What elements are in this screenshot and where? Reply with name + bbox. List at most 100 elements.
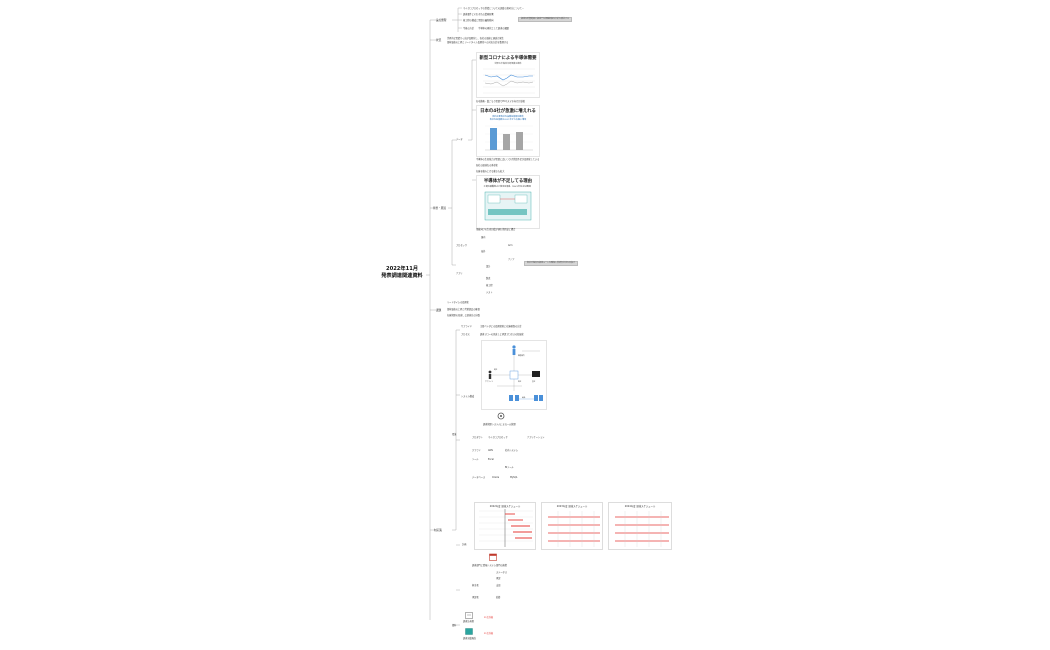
schedule-panel: 2022年度 調達スケジュール	[474, 502, 536, 550]
branch-line: 今後の方針 半導体の現状として調達の課題	[463, 27, 509, 30]
figure-note: 在庫を積み上げる動きも拡大	[476, 170, 505, 173]
figure-subtitle: 国内主要各社の設備投資額の推移	[492, 116, 524, 118]
env-key: データベース	[472, 476, 486, 479]
doc-name[interactable]: 調達実績報告	[463, 637, 477, 640]
tree-item: アジア	[508, 258, 515, 261]
sub-label-data[interactable]: データ	[456, 138, 463, 141]
branch-label-challenges[interactable]: 課題	[436, 309, 442, 312]
branch-line: 部材価格の上昇と代替部品の確保	[447, 308, 480, 311]
tree-item: 後工程	[486, 284, 493, 287]
env-key: プロダクト	[472, 436, 483, 439]
sub-label-processor[interactable]: プロセッサ	[456, 244, 467, 247]
figure-japan-investment: 日本の4社が急激に増えれる 国内主要各社の設備投資額の推移 各社の投資額は202…	[476, 105, 540, 157]
gantt-chart	[615, 511, 669, 547]
env-value: 社内システム	[505, 449, 519, 452]
sub-label-schedule[interactable]: 計画	[462, 543, 467, 546]
branch-label-status[interactable]: 状況	[436, 39, 442, 42]
figure-note: 半導体の生産能力が需要に追いつかず供給不足が長期化している	[476, 158, 540, 161]
doc-name[interactable]: 調達計画書	[463, 620, 474, 623]
bar-chart	[485, 125, 533, 151]
env-key: クラウド	[472, 449, 481, 452]
env-value: Oracle	[492, 476, 500, 479]
figure-covid-demand: 新型コロナによる半導体需要 世界の半導体市場規模の推移	[476, 52, 540, 98]
branch-line: 世界的な需給ひっ迫が長期化し、各社の調達に遅延が発生	[447, 37, 504, 40]
figure-subtitle: 各社の投資額は2021年から大幅に増加	[489, 119, 527, 121]
note-line: 承認	[496, 577, 501, 580]
figure-note: 車載向けの生産回復が遅れ他用途と競合	[476, 228, 516, 231]
bar	[516, 132, 523, 150]
bar	[503, 134, 510, 150]
branch-label-measures[interactable]: 対応策	[434, 529, 442, 532]
diagram-label: 倉庫	[532, 382, 536, 383]
env-value: アプリケーション	[527, 436, 545, 439]
sub-label-app[interactable]: アプリ	[456, 272, 463, 275]
branch-label-issues[interactable]: 論点整理	[436, 19, 447, 22]
person-value: 佐藤	[496, 596, 501, 599]
env-key: ツール	[472, 458, 479, 461]
branch-line: 調達要件とそれぞれの業務影響	[463, 13, 494, 16]
bar	[490, 128, 497, 150]
tree-item: 製造	[486, 277, 491, 280]
root-title[interactable]: 2022年11月 発表調達関連資料	[381, 266, 423, 279]
figure-title: 日本の4社が急激に増えれる	[480, 109, 536, 114]
tree-item: Arm	[508, 244, 513, 247]
branch-label-background[interactable]: 背景・原因	[433, 207, 446, 210]
figure-title: 半導体が不足してる理由	[483, 179, 533, 184]
panel-title: 2023年度 調達スケジュール	[556, 505, 588, 508]
note-line: ステータス	[496, 571, 507, 574]
branch-line: 部材価格の上昇とリードタイム長期化への対応方針を整理する	[447, 41, 509, 44]
branch-line: マイクロプロセッサの供給についての調査の進め方について…	[463, 7, 525, 10]
figure-subtitle: 世界の半導体市場規模の推移	[494, 63, 522, 65]
line-chart	[483, 68, 535, 94]
panel-title: 2024年度 調達スケジュール	[624, 505, 656, 508]
shortage-diagram	[484, 191, 532, 221]
image-icon[interactable]	[465, 628, 473, 635]
env-value: BIツール	[505, 466, 514, 469]
sub-label-env[interactable]: 環境	[452, 433, 457, 436]
gantt-chart	[548, 511, 600, 547]
figure-title: 新型コロナによる半導体需要	[479, 56, 537, 61]
system-diagram-drawing	[488, 345, 543, 401]
panel-title: 2022年度 調達スケジュール	[489, 505, 521, 508]
env-caption: 調達管理システムによる一元管理	[483, 423, 516, 426]
branch-line: 後工程の構成と需給の最新動向	[463, 19, 494, 22]
note-line: 調達部門と情報システム部門の連携	[472, 564, 507, 567]
figure-note: 在宅勤務・巣ごもり需要でPCやスマホ向けが急増	[476, 100, 525, 103]
diagram-label: サプライヤ	[485, 382, 493, 383]
tree-item: テスト	[486, 291, 493, 294]
system-diagram: 発注 在庫 納品 サプライヤ 調達部門 倉庫	[481, 340, 547, 410]
person-value: 山田	[496, 584, 501, 587]
item-key: サプライヤ	[461, 325, 472, 328]
gear-icon	[497, 412, 505, 420]
diagram-label: 調達部門	[518, 356, 525, 357]
person-key: 承認者	[472, 596, 479, 599]
item-value: 主要ベンダとの長期契約と在庫確保の方針	[480, 325, 522, 328]
note-tag: 調達の影響範囲と調達での課題把握の方針を検討する	[518, 17, 573, 23]
branch-line: リードタイムの長期化	[447, 301, 469, 304]
diagram-label: 在庫	[518, 382, 522, 383]
diagram-label: 発注	[494, 370, 498, 371]
env-value: MySQL	[510, 476, 518, 479]
person-key: 担当者	[472, 584, 479, 587]
env-value: マイクロプロセッサ	[488, 436, 508, 439]
item-key: システム構成	[461, 395, 475, 398]
calendar-icon	[489, 553, 497, 561]
item-value: 調達フローの見直しと承認プロセスの短縮化	[480, 333, 524, 336]
env-value: Excel	[488, 458, 494, 461]
item-key: プロセス	[461, 333, 470, 336]
branch-line: 在庫管理の見直しと調達先の分散	[447, 314, 480, 317]
schedule-panel: 2024年度 調達スケジュール	[608, 502, 672, 550]
tree-item: 海外	[481, 250, 486, 253]
doc-note: ※ 社外秘	[484, 632, 494, 635]
diagram-label: 納品	[522, 398, 526, 399]
tree-item: 設計	[486, 265, 491, 268]
figure-shortage-reasons: 半導体が不足してる理由 工場の稼働停止と物流の混乱（2021年の主な要因）	[476, 175, 540, 229]
gantt-chart	[479, 509, 533, 547]
sub-label-docs[interactable]: 資料	[452, 624, 457, 627]
figure-note: 各社の調達先の多様化	[476, 164, 498, 167]
document-icon[interactable]	[465, 612, 473, 619]
note-tag: 各社が独自の調達ルートを確保し供給安定化を目指す	[524, 261, 579, 267]
schedule-panel: 2023年度 調達スケジュール	[541, 502, 603, 550]
